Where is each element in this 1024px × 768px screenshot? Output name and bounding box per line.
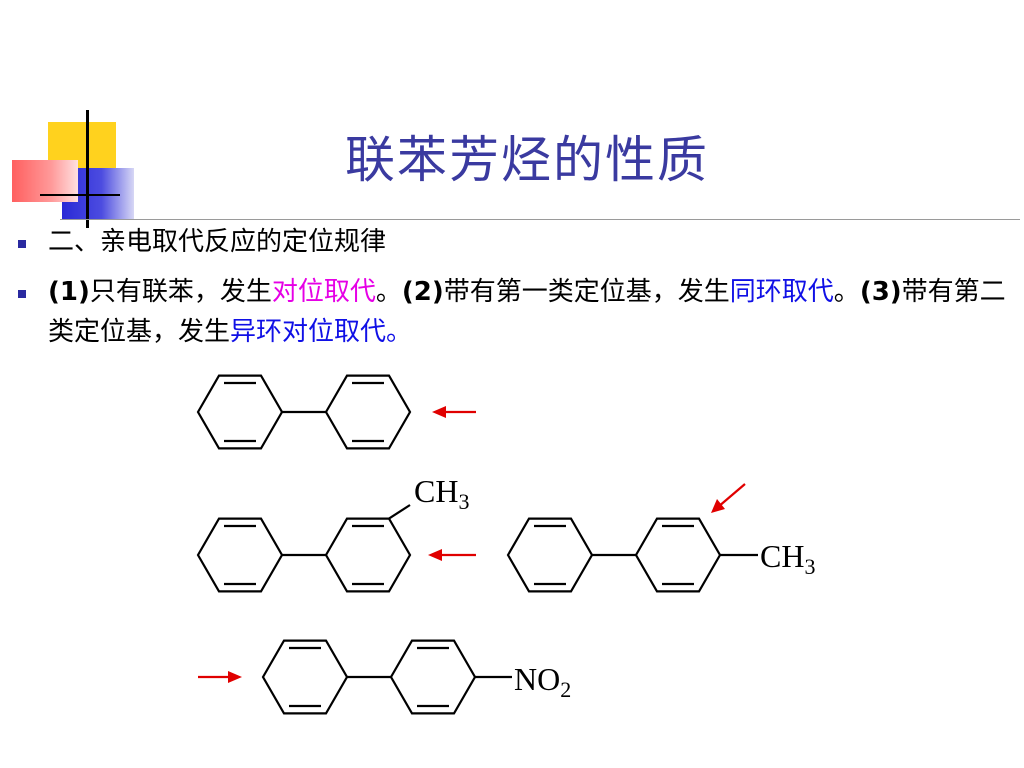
methyl-label-right: CH3 (760, 538, 815, 579)
benzene-ring (324, 374, 412, 450)
down-left-arrow-icon (711, 483, 746, 513)
benzene-ring (634, 517, 722, 593)
benzene-ring (389, 639, 477, 715)
title-divider (60, 219, 1020, 220)
nitro-label: NO2 (514, 661, 571, 702)
rule-highlight-3: 异环对位取代 (230, 317, 387, 347)
benzene-ring (261, 639, 349, 715)
bullet-text: (1)只有联苯，发生对位取代。(2)带有第一类定位基，发生同环取代。(3)带有第… (48, 272, 1018, 352)
deco-vertical-line (86, 110, 89, 228)
methyl-label-top: CH3 (414, 473, 469, 514)
biphenyl-structure (196, 374, 412, 450)
bullet-marker (18, 290, 26, 298)
rule-number-1: (1) (48, 277, 90, 307)
rule-end-3: 。 (386, 317, 413, 347)
deco-horizontal-line (40, 194, 120, 196)
benzene-ring (506, 517, 594, 593)
rule-end-1: 。 (375, 277, 402, 307)
benzene-ring (324, 517, 412, 593)
rule-highlight-2: 同环取代 (729, 277, 834, 307)
slide-title: 联苯芳烃的性质 (345, 131, 709, 189)
left-arrow-icon (432, 406, 476, 418)
right-arrow-icon (198, 671, 242, 683)
rule-number-2: (2) (401, 277, 444, 307)
left-arrow-icon (428, 549, 476, 561)
meta-methylbiphenyl-structure (196, 504, 412, 593)
bullet-text: 二、亲电取代反应的定位规律 (48, 227, 387, 257)
rule-number-3: (3) (859, 277, 902, 307)
rule-text-2: 带有第一类定位基，发生 (443, 277, 730, 307)
rule-highlight-1: 对位取代 (271, 277, 376, 307)
benzene-ring (196, 374, 284, 450)
rule-text-1: 只有联苯，发生 (89, 277, 272, 307)
nitrobiphenyl-structure (261, 639, 512, 715)
rule-text-3: 带有第二类定位基，发生 (48, 277, 1006, 347)
benzene-ring (196, 517, 284, 593)
bullet-marker (18, 240, 26, 248)
para-methylbiphenyl-structure (506, 517, 758, 593)
rule-end-2: 。 (833, 277, 860, 307)
methyl-bond (388, 504, 411, 520)
